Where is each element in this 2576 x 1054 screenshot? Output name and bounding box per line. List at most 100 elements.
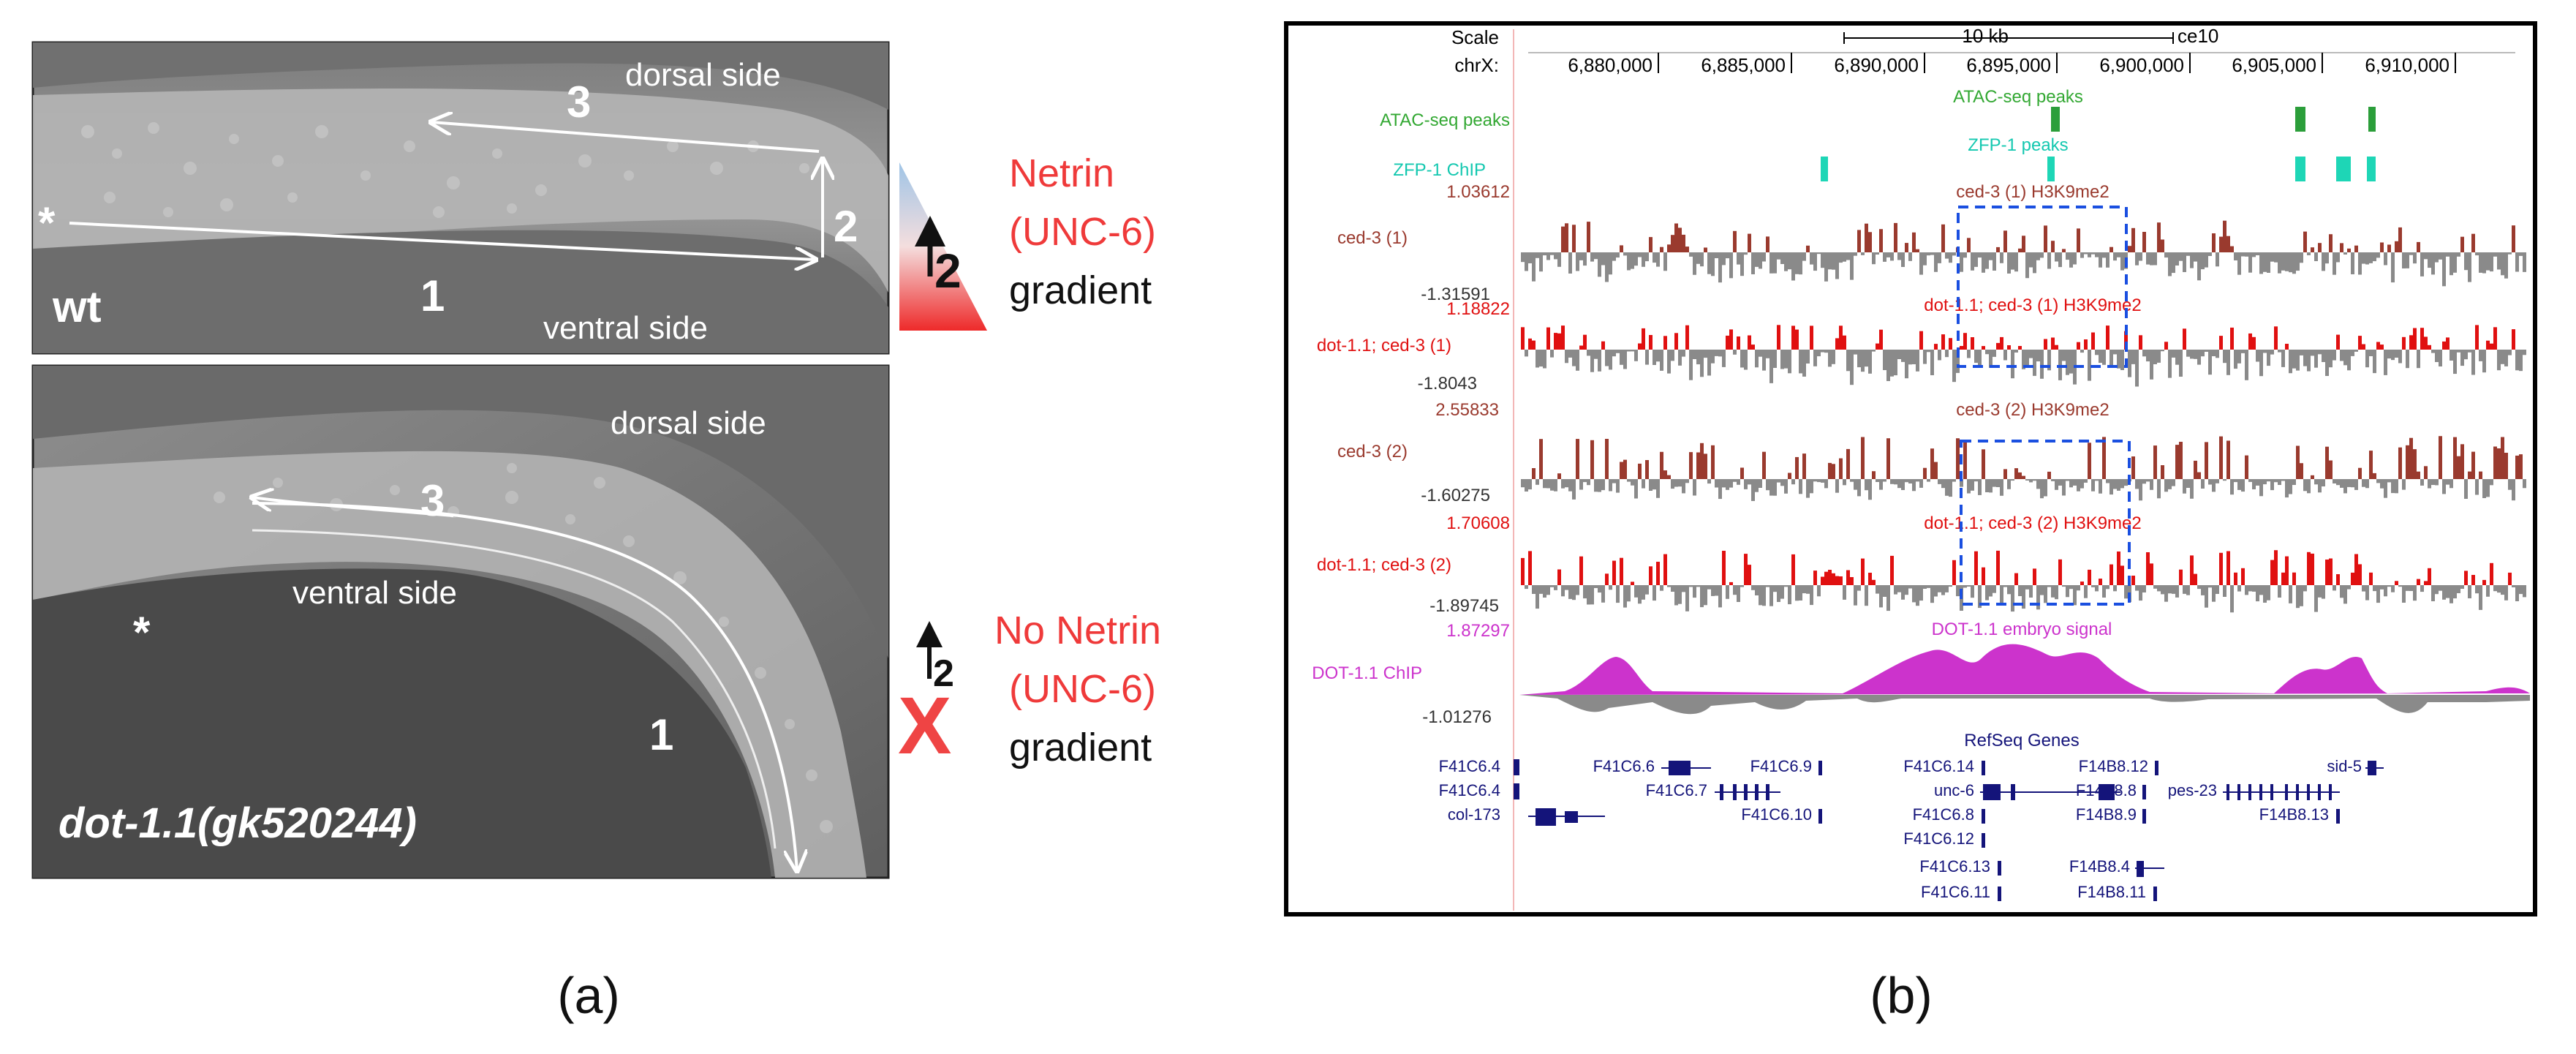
signal-bar [1846, 350, 1850, 372]
signal-bar [1528, 252, 1532, 263]
gene-label: F41C6.7 [1646, 781, 1707, 799]
signal-bar [2336, 334, 2340, 350]
track-1-signal [1521, 220, 2526, 287]
signal-bar [2106, 252, 2109, 268]
gene-label: col-173 [1448, 805, 1500, 824]
signal-bar [2153, 252, 2157, 266]
signal-bar [2029, 252, 2033, 268]
signal-bar [2413, 252, 2417, 264]
signal-bar [2409, 585, 2413, 591]
signal-bar [2296, 252, 2300, 271]
signal-bar [2471, 233, 2475, 252]
signal-bar [2040, 350, 2044, 379]
signal-bar [1685, 325, 1689, 350]
signal-bar [1598, 585, 1601, 593]
signal-bar [1612, 479, 1616, 483]
signal-bar [2036, 350, 2040, 362]
signal-bar [1601, 479, 1605, 491]
signal-bar [2088, 569, 2091, 585]
signal-bar [2420, 479, 2424, 486]
signal-bar [1587, 350, 1590, 356]
signal-bar [1634, 479, 1638, 499]
signal-bar [1854, 479, 1857, 490]
chrom-axis-tick-label: 6,910,000 [2365, 54, 2450, 76]
signal-bar [2493, 327, 2497, 350]
signal-bar [1631, 479, 1634, 486]
signal-bar [2515, 350, 2519, 371]
signal-bar [1916, 585, 1919, 606]
chrom-axis-tick-label: 6,890,000 [1834, 54, 1919, 76]
track-4-min: -1.89745 [1429, 596, 1499, 616]
signal-bar [2439, 436, 2442, 479]
gene-label: sid-5 [2327, 757, 2362, 775]
signal-bar [2226, 551, 2230, 585]
signal-bar [2475, 585, 2479, 594]
signal-bar [2322, 585, 2325, 599]
signal-bar [1605, 350, 1609, 366]
signal-bar [1638, 463, 1642, 479]
signal-bar [2248, 479, 2252, 482]
gene-label: F14B8.4 [2069, 857, 2130, 876]
signal-bar [1590, 350, 1594, 372]
signal-bar [1645, 460, 1649, 479]
track-5-signal [1519, 644, 2530, 695]
signal-bar [2446, 337, 2450, 350]
signal-bar [1919, 331, 1923, 350]
signal-bar [1642, 585, 1645, 600]
signal-bar [1678, 350, 1682, 366]
mutant-step3-arrow [252, 497, 454, 517]
signal-bar [2340, 585, 2343, 598]
signal-bar [1704, 350, 1707, 358]
signal-bar [1989, 479, 1993, 493]
chrom-label: chrX: [1454, 54, 1499, 76]
signal-bar [1528, 479, 1532, 490]
signal-bar [2172, 252, 2175, 274]
signal-bar [1971, 337, 1974, 350]
signal-bar [1971, 585, 1974, 598]
signal-bar [1784, 252, 1788, 271]
signal-bar [1894, 350, 1897, 376]
signal-bar [1897, 252, 1901, 260]
signal-bar [2047, 585, 2051, 587]
signal-bar [2018, 585, 2022, 596]
signal-bar [1938, 479, 1941, 484]
signal-bar [2409, 252, 2413, 255]
signal-bar [1993, 479, 1996, 487]
signal-bar [1934, 585, 1938, 597]
signal-bar [1667, 475, 1671, 479]
signal-bar [2354, 245, 2358, 252]
signal-bar [1886, 438, 1890, 479]
signal-bar [2014, 350, 2018, 353]
signal-bar [2387, 479, 2391, 483]
signal-bar [2314, 479, 2318, 485]
signal-bar [1795, 456, 1799, 479]
signal-bar [1744, 554, 1748, 585]
signal-bar [2398, 227, 2402, 252]
signal-bar [1667, 350, 1671, 374]
signal-bar [2358, 336, 2362, 350]
signal-bar [2066, 479, 2069, 481]
signal-bar [2300, 252, 2303, 263]
signal-bar [2003, 469, 2007, 479]
signal-bar [1985, 585, 1989, 601]
signal-bar [1733, 350, 1737, 355]
signal-bar [1565, 585, 1568, 590]
signal-bar [1857, 479, 1861, 497]
signal-bar [2453, 437, 2457, 479]
signal-bar [1813, 252, 1817, 271]
signal-bar [1755, 479, 1759, 492]
signal-bar [1934, 344, 1938, 350]
signal-bar [1802, 350, 1806, 377]
signal-bar [2084, 252, 2088, 255]
signal-bar [1993, 585, 1996, 593]
signal-bar [2248, 333, 2252, 350]
atac-peaks [2051, 107, 2376, 132]
signal-bar [1861, 252, 1865, 255]
signal-bar [2322, 479, 2325, 486]
signal-bar [2153, 445, 2157, 479]
signal-bar [1817, 479, 1821, 483]
signal-bar [2292, 479, 2296, 485]
signal-bar [2164, 252, 2168, 258]
signal-bar [2256, 585, 2259, 602]
